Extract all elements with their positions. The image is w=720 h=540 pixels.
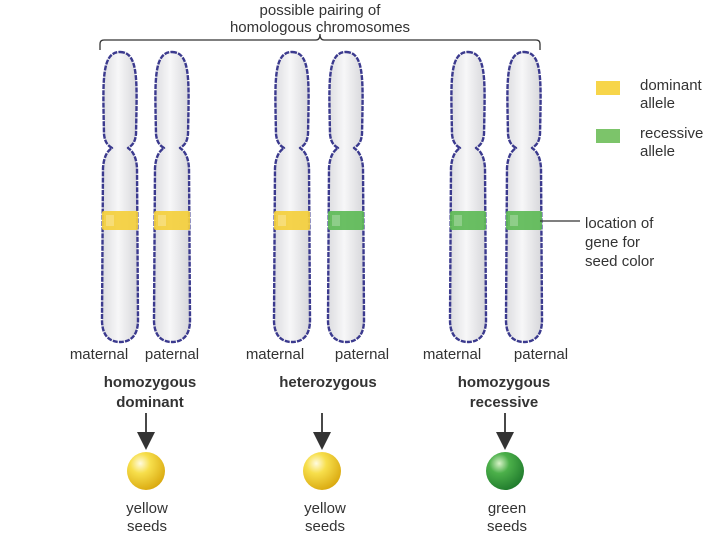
paternal-chromosome-pair-1: [154, 52, 190, 342]
genotype-pair-1-line-2: dominant: [60, 393, 240, 413]
seed-label-pair-2-line-2: seeds: [275, 518, 375, 536]
arrow-group: [146, 413, 505, 441]
chromosome-group: [102, 52, 542, 342]
seed-label-pair-1: yellow seeds: [97, 500, 197, 536]
yellow-seed-1: [127, 452, 165, 490]
seed-group: [127, 452, 524, 490]
title-line-2: homologous chromosomes: [160, 19, 480, 36]
paternal-label-pair-1: paternal: [127, 346, 217, 363]
paternal-chromosome-pair-2: [328, 52, 364, 342]
maternal-chromosome-pair-1: [102, 52, 138, 342]
seed-label-pair-2-line-1: yellow: [275, 500, 375, 518]
callout-line-3: seed color: [585, 252, 654, 271]
recessive-allele-swatch: [596, 129, 620, 143]
title-line-1: possible pairing of: [160, 2, 480, 19]
seed-label-pair-3-line-1: green: [457, 500, 557, 518]
diagram-title: possible pairing of homologous chromosom…: [160, 2, 480, 36]
genotype-pair-2-line-1: heterozygous: [238, 373, 418, 393]
dominant-allele-swatch: [596, 81, 620, 95]
maternal-chromosome-pair-3: [450, 52, 486, 342]
genotype-pair-3: homozygous recessive: [414, 373, 594, 413]
paternal-label-pair-2: paternal: [317, 346, 407, 363]
callout-line-2: gene for: [585, 233, 654, 252]
dominant-legend-line-1: dominant: [640, 77, 702, 95]
genotype-pair-1-line-1: homozygous: [60, 373, 240, 393]
dominant-legend-line-2: allele: [640, 95, 702, 113]
maternal-label-pair-3: maternal: [407, 346, 497, 363]
seed-label-pair-3: green seeds: [457, 500, 557, 536]
yellow-seed-2: [303, 452, 341, 490]
paternal-label-pair-3: paternal: [496, 346, 586, 363]
pairing-bracket: [100, 34, 540, 50]
seed-label-pair-3-line-2: seeds: [457, 518, 557, 536]
maternal-chromosome-pair-2: [274, 52, 310, 342]
dominant-allele-legend: dominant allele: [640, 77, 702, 113]
recessive-legend-line-2: allele: [640, 143, 703, 161]
recessive-allele-legend: recessive allele: [640, 125, 703, 161]
genotype-pair-3-line-2: recessive: [414, 393, 594, 413]
gene-location-callout: location of gene for seed color: [585, 214, 654, 271]
seed-label-pair-1-line-2: seeds: [97, 518, 197, 536]
genotype-pair-2: heterozygous: [238, 373, 418, 393]
genotype-pair-1: homozygous dominant: [60, 373, 240, 413]
genotype-pair-3-line-1: homozygous: [414, 373, 594, 393]
seed-label-pair-1-line-1: yellow: [97, 500, 197, 518]
paternal-chromosome-pair-3: [506, 52, 542, 342]
recessive-legend-line-1: recessive: [640, 125, 703, 143]
seed-label-pair-2: yellow seeds: [275, 500, 375, 536]
green-seed-3: [486, 452, 524, 490]
maternal-label-pair-2: maternal: [230, 346, 320, 363]
callout-line-1: location of: [585, 214, 654, 233]
